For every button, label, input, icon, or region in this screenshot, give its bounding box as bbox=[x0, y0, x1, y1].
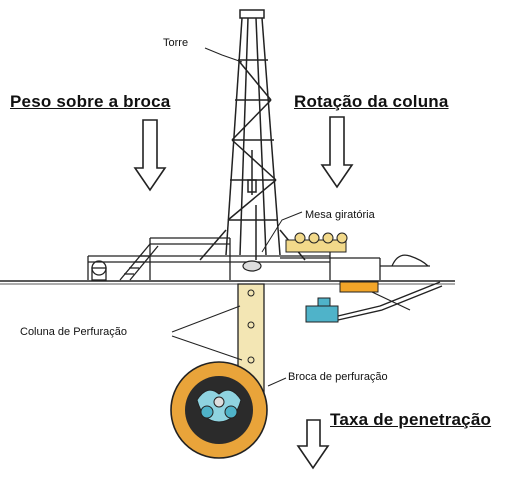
penetration-arrow bbox=[296, 419, 330, 470]
drawworks bbox=[285, 232, 348, 253]
drill-bit bbox=[170, 361, 268, 459]
rig-substructure bbox=[87, 237, 430, 281]
weight-on-bit-label: Peso sobre a broca bbox=[10, 92, 171, 111]
weight-arrow bbox=[133, 119, 167, 192]
leader-lines bbox=[171, 47, 303, 387]
column-rotation-label: Rotação da coluna bbox=[294, 92, 449, 111]
mud-system bbox=[305, 281, 443, 323]
rotary-table bbox=[242, 260, 262, 272]
derrick-tower bbox=[199, 9, 306, 261]
tower-label: Torre bbox=[163, 37, 189, 49]
drill-string-label: Coluna de Perfuração bbox=[20, 326, 128, 338]
penetration-rate-label: Taxa de penetração bbox=[330, 410, 492, 429]
rotary-table-label: Mesa giratória bbox=[305, 209, 375, 221]
rotation-arrow bbox=[320, 116, 354, 189]
drill-bit-label: Broca de perfuração bbox=[288, 371, 388, 383]
